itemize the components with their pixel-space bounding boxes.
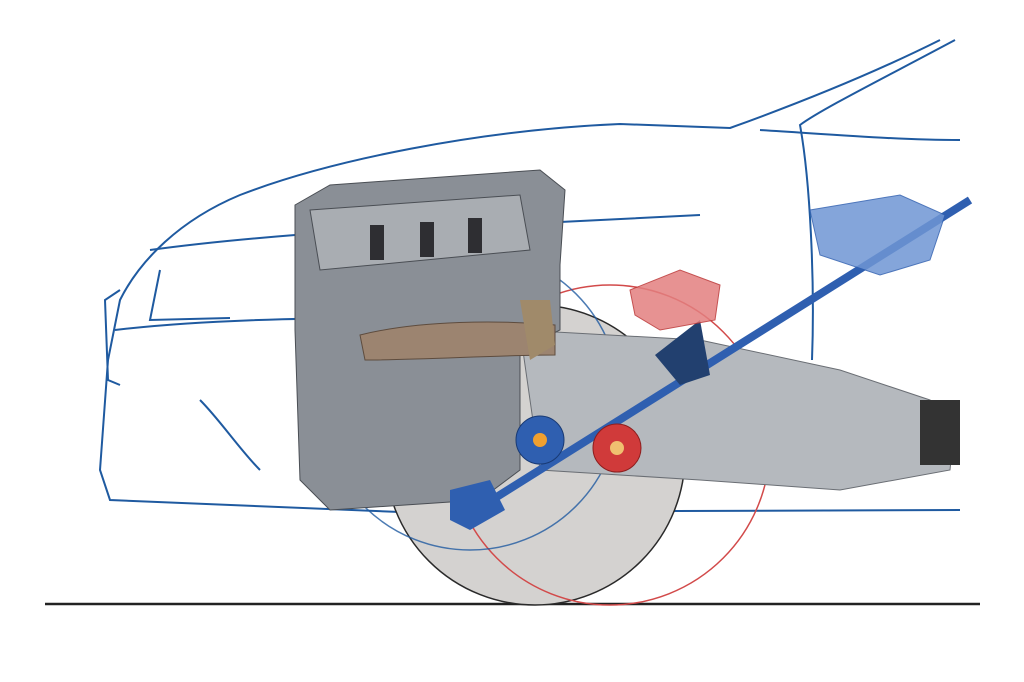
steering-column [450, 194, 973, 530]
transmission [519, 329, 956, 491]
transmission-flange [920, 400, 960, 465]
exhaust-manifold [359, 321, 556, 361]
steering-rack-end [450, 480, 505, 530]
steering-gear-red-center [610, 441, 624, 455]
steering-shaft-red [629, 269, 721, 331]
steering-boot [655, 320, 710, 385]
exhaust-pipe [520, 300, 555, 360]
steering-gear-center [533, 433, 547, 447]
steering-column-bracket [809, 194, 946, 276]
injectors [370, 218, 482, 260]
